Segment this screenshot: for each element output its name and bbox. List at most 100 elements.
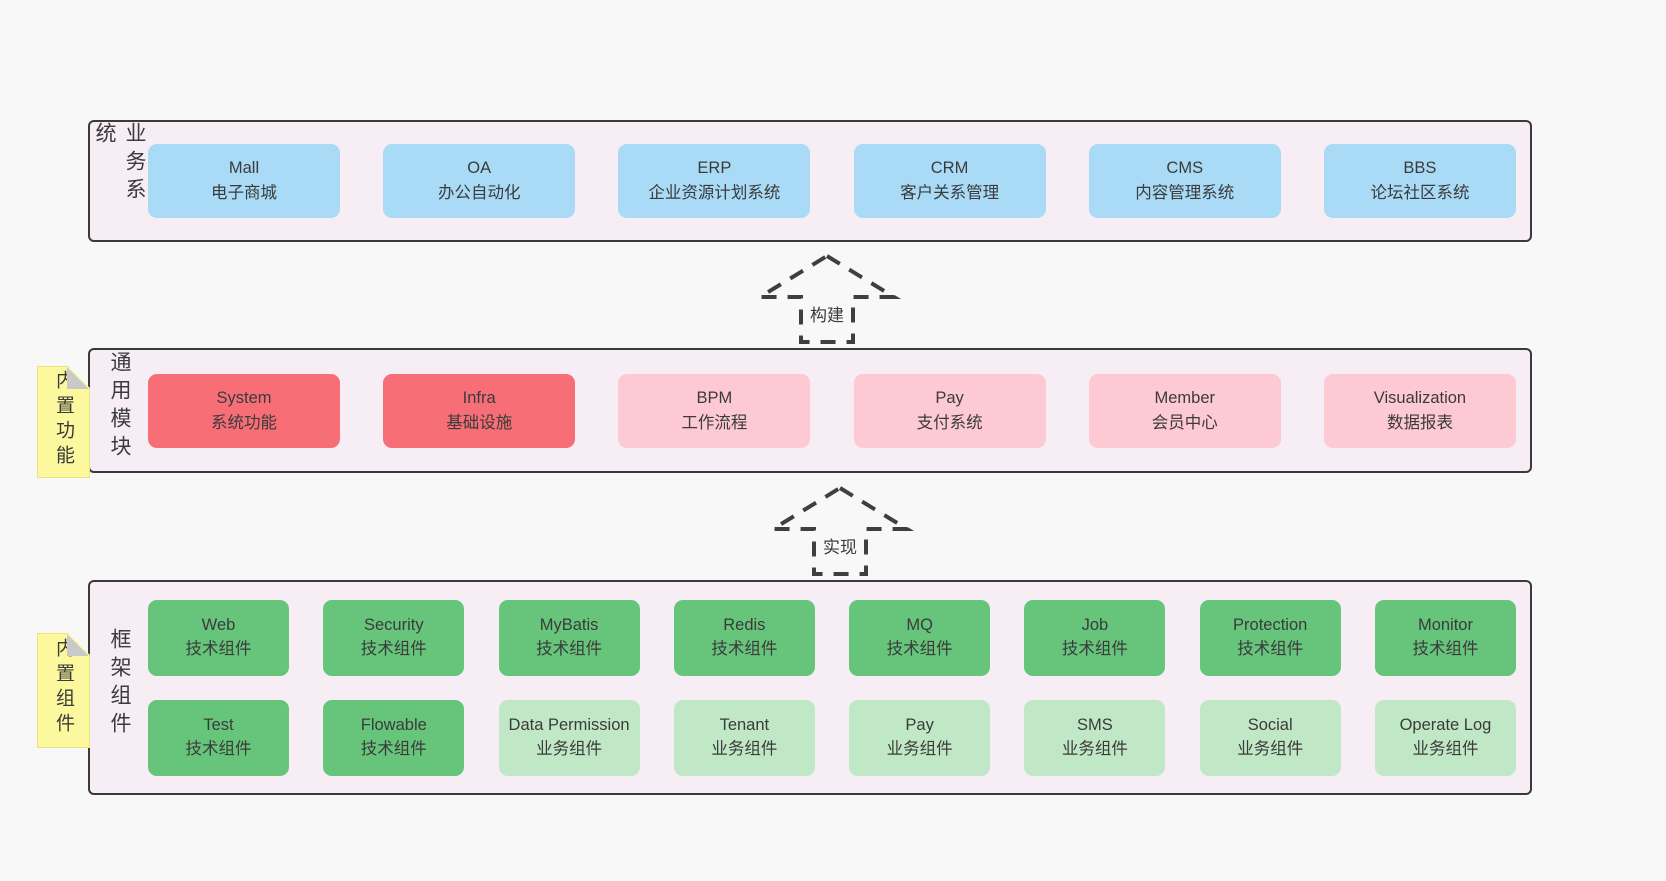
box-mq: MQ 技术组件 xyxy=(849,599,991,676)
box-description: 业务组件 xyxy=(1237,739,1304,758)
box-description: 技术组件 xyxy=(185,639,252,658)
box-test: Test 技术组件 xyxy=(148,699,289,776)
box-operate-log: Operate Log 业务组件 xyxy=(1374,699,1516,776)
arrow-implement: 实现 xyxy=(765,483,915,578)
box-title: CMS xyxy=(1166,159,1204,178)
box-title: Operate Log xyxy=(1399,716,1492,735)
box-title: Protection xyxy=(1233,616,1308,635)
box-job: Job 技术组件 xyxy=(1024,599,1166,676)
box-bbs: BBS 论坛社区系统 xyxy=(1323,144,1516,218)
box-title: Test xyxy=(203,716,234,735)
sticky-note-built-in-functions: 内置功能 xyxy=(37,366,90,478)
box-description: 技术组件 xyxy=(185,739,252,758)
module-row: Test 技术组件 Flowable 技术组件 Data Permission 业务组件 T… xyxy=(148,699,1516,776)
box-erp: ERP 企业资源计划系统 xyxy=(618,144,811,218)
box-pay: Pay 业务组件 xyxy=(849,699,991,776)
box-sms: SMS 业务组件 xyxy=(1024,699,1166,776)
box-description: 业务组件 xyxy=(536,739,603,758)
box-description: 业务组件 xyxy=(1412,739,1479,758)
section-components-label: 框架组件 xyxy=(108,628,131,740)
box-description: 系统功能 xyxy=(211,413,277,432)
box-description: 业务组件 xyxy=(886,739,953,758)
box-description: 论坛社区系统 xyxy=(1370,184,1470,202)
box-flowable: Flowable 技术组件 xyxy=(323,699,465,776)
box-title: Data Permission xyxy=(508,716,630,735)
box-title: Social xyxy=(1247,716,1293,735)
box-title: Visualization xyxy=(1373,388,1467,407)
box-description: 基础设施 xyxy=(446,413,513,432)
box-title: CRM xyxy=(930,159,969,178)
box-title: BPM xyxy=(696,388,733,407)
box-protection: Protection 技术组件 xyxy=(1199,599,1341,676)
box-description: 技术组件 xyxy=(1237,639,1304,658)
box-description: 技术组件 xyxy=(536,639,603,658)
box-title: Pay xyxy=(905,716,934,735)
arrow-implement-label: 实现 xyxy=(820,533,860,558)
box-description: 客户关系管理 xyxy=(900,184,1000,202)
box-description: 技术组件 xyxy=(886,639,953,658)
box-social: Social 业务组件 xyxy=(1199,699,1341,776)
box-title: MyBatis xyxy=(539,616,599,635)
box-infra: Infra 基础设施 xyxy=(383,373,576,448)
box-description: 技术组件 xyxy=(711,639,778,658)
box-title: BBS xyxy=(1403,159,1437,178)
sticky-note-built-in-components: 内置组件 xyxy=(37,633,90,748)
box-cms: CMS 内容管理系统 xyxy=(1088,144,1281,218)
box-title: System xyxy=(216,388,272,407)
box-security: Security 技术组件 xyxy=(323,599,465,676)
arrow-build-label: 构建 xyxy=(807,301,847,326)
section-business-systems: 业务系统 Mall 电子商城 OA 办公自动化 ERP 企业资源计划系统 CRM 客户关系管理… xyxy=(88,120,1532,242)
box-description: 会员中心 xyxy=(1151,413,1218,432)
box-title: Redis xyxy=(723,616,766,635)
box-description: 企业资源计划系统 xyxy=(648,184,781,202)
box-visualization: Visualization 数据报表 xyxy=(1323,373,1516,448)
arrow-up-dashed-icon xyxy=(752,253,902,344)
box-title: Web xyxy=(201,616,236,635)
box-title: Tenant xyxy=(719,716,770,735)
box-mybatis: MyBatis 技术组件 xyxy=(498,599,640,676)
box-description: 电子商城 xyxy=(211,184,277,202)
box-description: 技术组件 xyxy=(360,639,427,658)
box-member: Member 会员中心 xyxy=(1088,373,1281,448)
box-title: Job xyxy=(1081,616,1109,635)
box-title: Monitor xyxy=(1417,616,1473,635)
box-title: OA xyxy=(467,159,492,178)
box-title: Mall xyxy=(228,159,260,178)
box-description: 内容管理系统 xyxy=(1135,184,1235,202)
box-description: 数据报表 xyxy=(1386,413,1453,432)
box-description: 业务组件 xyxy=(1061,739,1128,758)
box-monitor: Monitor 技术组件 xyxy=(1374,599,1516,676)
box-description: 技术组件 xyxy=(360,739,427,758)
box-crm: CRM 客户关系管理 xyxy=(853,144,1046,218)
box-title: Flowable xyxy=(360,716,427,735)
box-title: ERP xyxy=(697,159,732,178)
box-web: Web 技术组件 xyxy=(148,599,289,676)
box-title: Infra xyxy=(462,388,496,407)
box-description: 办公自动化 xyxy=(437,184,521,202)
box-redis: Redis 技术组件 xyxy=(673,599,815,676)
module-row: Mall 电子商城 OA 办公自动化 ERP 企业资源计划系统 CRM 客户关系管理 CMS 内容… xyxy=(148,144,1516,218)
box-title: MQ xyxy=(906,616,933,635)
box-description: 技术组件 xyxy=(1061,639,1128,658)
box-oa: OA 办公自动化 xyxy=(383,144,576,218)
box-data-permission: Data Permission 业务组件 xyxy=(498,699,640,776)
box-system: System 系统功能 xyxy=(148,373,340,448)
box-description: 技术组件 xyxy=(1412,639,1479,658)
box-title: Member xyxy=(1154,388,1215,407)
section-business-rows: Mall 电子商城 OA 办公自动化 ERP 企业资源计划系统 CRM 客户关系管理 CMS 内容… xyxy=(148,122,1530,240)
section-modules-label: 通用模块 xyxy=(108,351,131,463)
box-title: Pay xyxy=(935,388,964,407)
section-business-label: 业务系统 xyxy=(93,122,146,206)
box-title: Security xyxy=(363,616,424,635)
box-title: SMS xyxy=(1077,716,1113,735)
box-mall: Mall 电子商城 xyxy=(148,144,340,218)
